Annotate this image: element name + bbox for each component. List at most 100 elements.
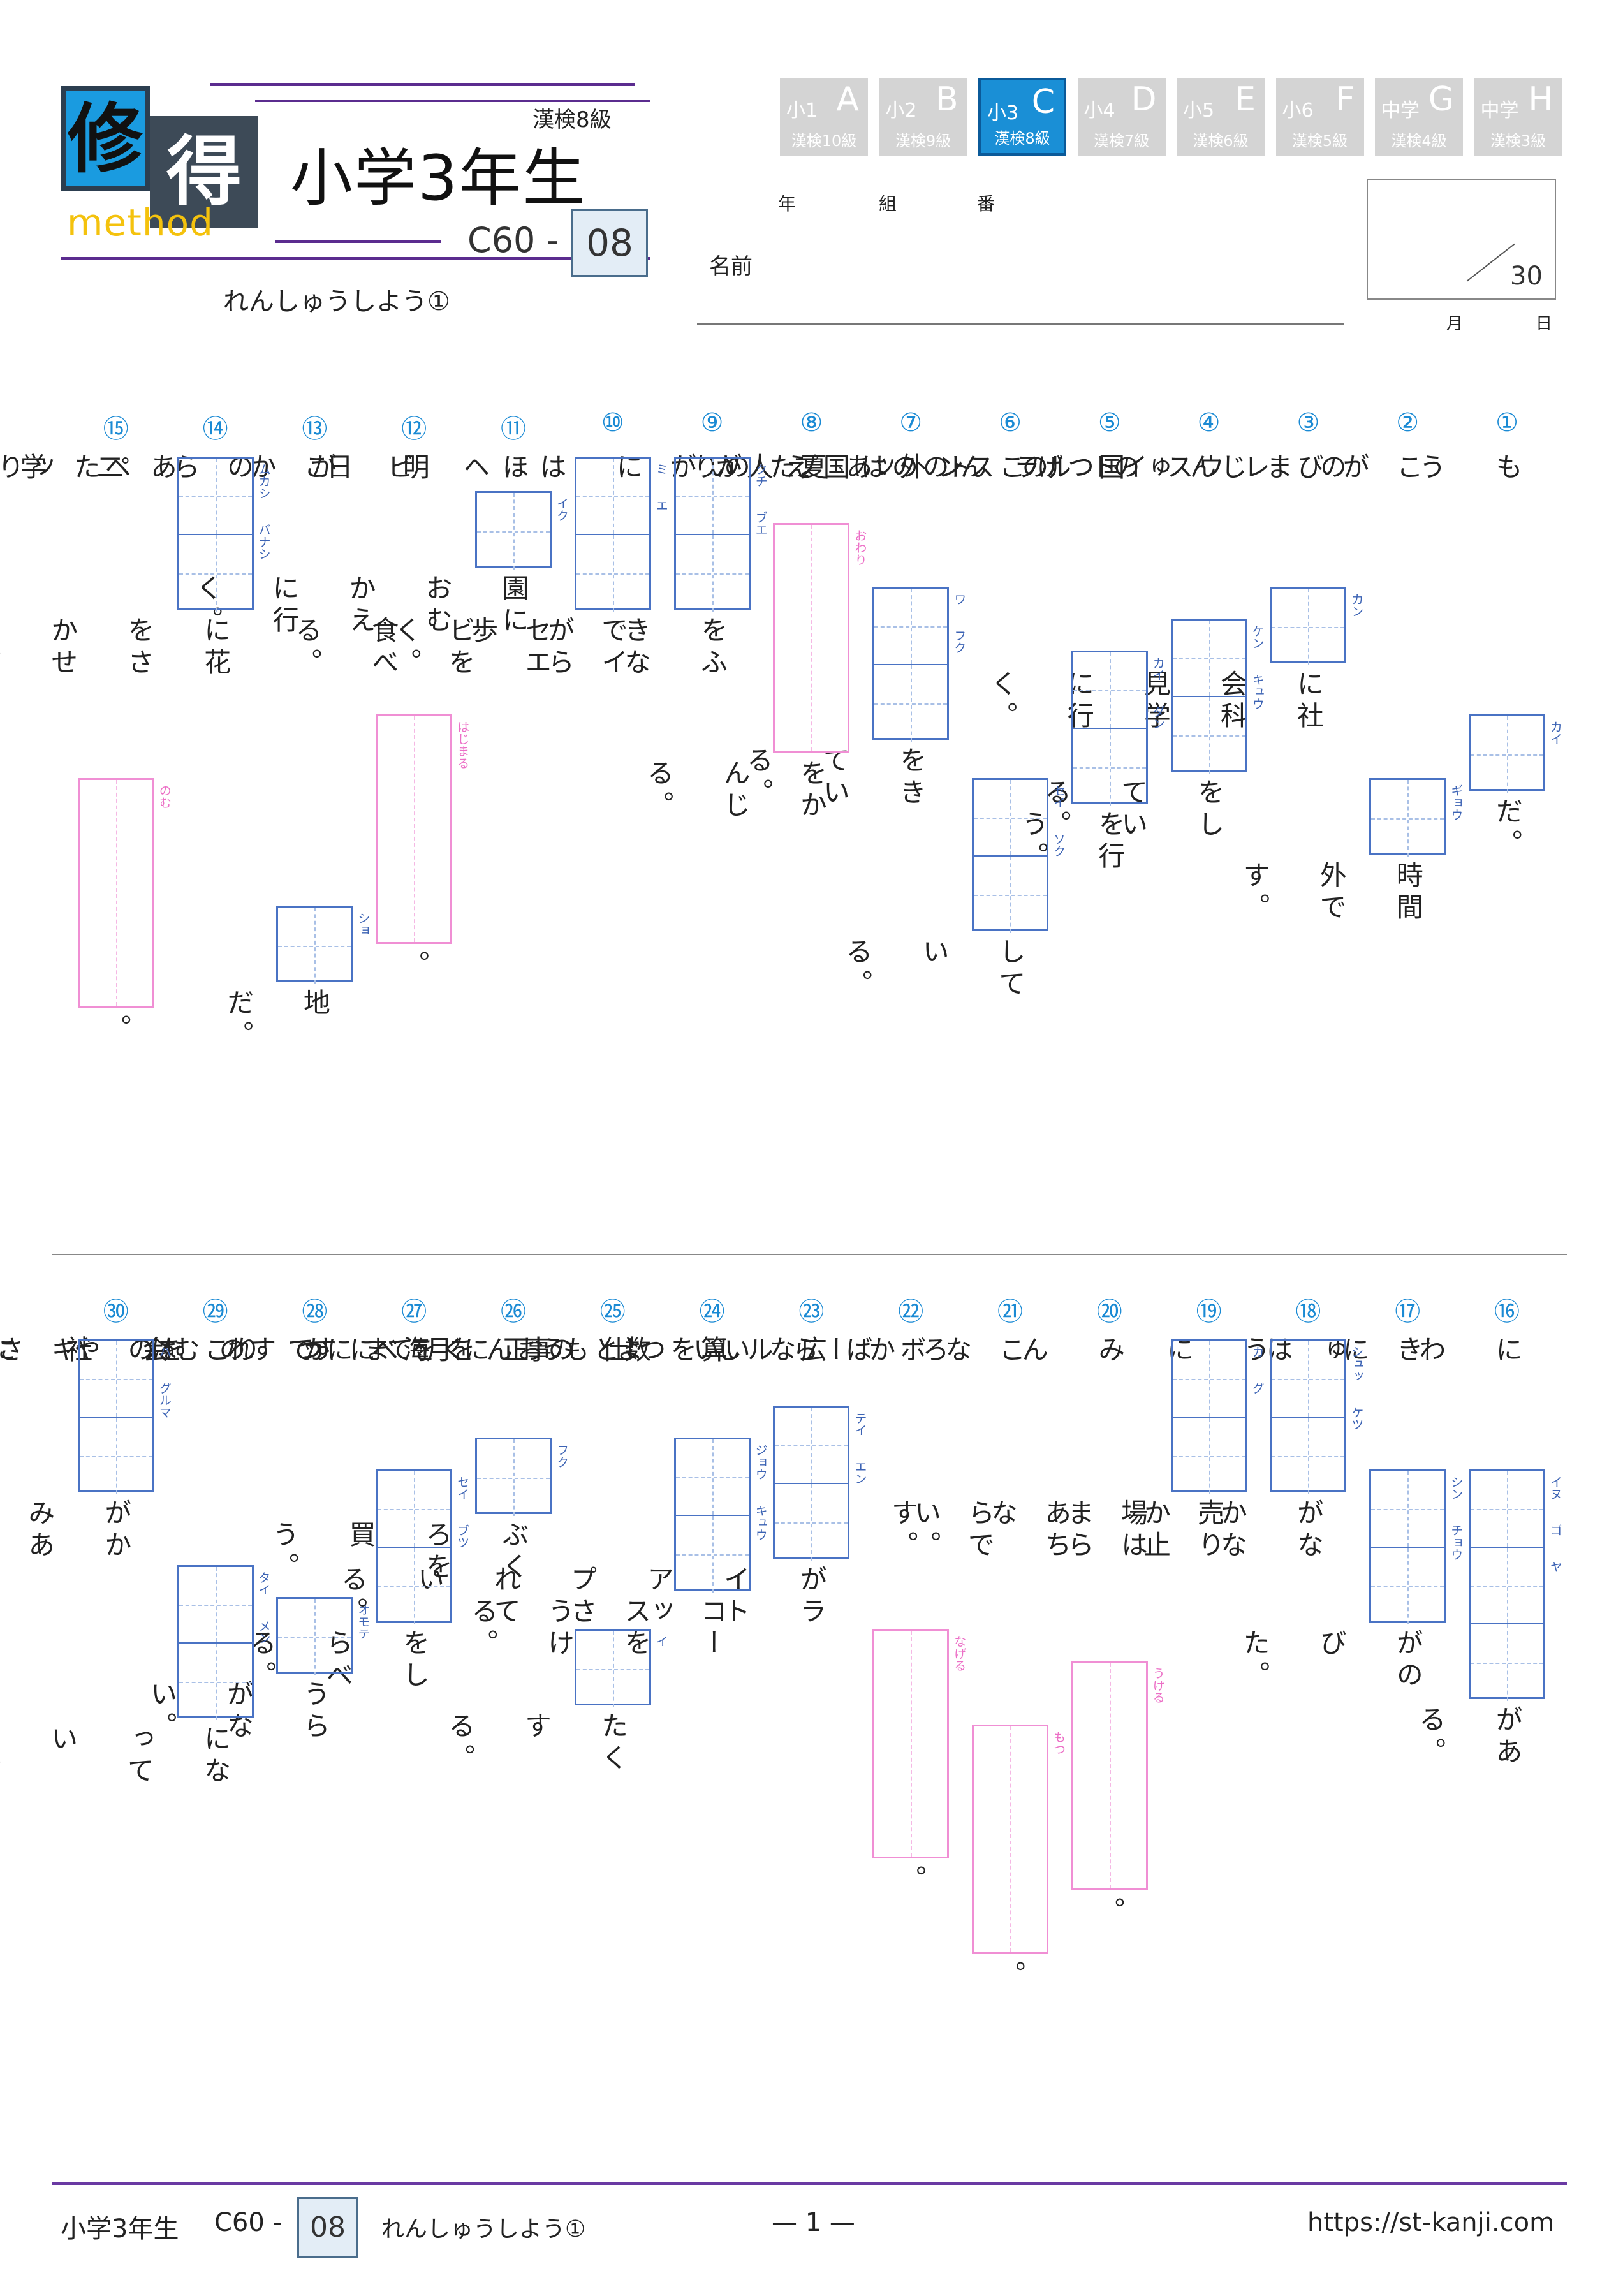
reading-hint: カイ ダン [1150, 657, 1165, 730]
question-text: をふきながら歩く。 [390, 616, 728, 680]
question-number: ③ [1296, 408, 1320, 438]
okurigana-answer-box[interactable] [773, 523, 850, 753]
kanji-answer-box[interactable] [1469, 714, 1545, 793]
kanji-answer-box[interactable] [276, 1597, 353, 1675]
grade-tab-kanken: 漢検3級 [1490, 132, 1546, 150]
kanji-answer-box[interactable] [1270, 1339, 1347, 1494]
kanji-answer-box[interactable] [177, 1565, 254, 1720]
question-text: ころばないようにてすりを [153, 1336, 1026, 1367]
grade-tab-letter: D [1131, 80, 1157, 119]
name-field[interactable] [697, 323, 1344, 325]
question-number: ㉗ [401, 1297, 427, 1327]
reading-hint: クチ ブエ [753, 463, 768, 536]
kanji-answer-box[interactable] [1071, 651, 1148, 806]
kanji-answer-box[interactable] [1369, 778, 1446, 857]
footer-rule [52, 2182, 1567, 2185]
question-text: ほ [498, 453, 529, 485]
reading-hint: タイ メン [256, 1571, 271, 1644]
kanji-answer-box[interactable] [673, 1438, 751, 1593]
grade-tab-grade: 中学 [1480, 99, 1519, 122]
question-text: かれはやさしくて [0, 1336, 331, 1367]
reading-hint: なげる [952, 1635, 967, 1672]
question-number: ④ [1197, 408, 1221, 438]
question-text: をきている。 [742, 746, 927, 810]
kanji-answer-box[interactable] [673, 457, 751, 612]
grade-tab-kanken: 漢検6級 [1193, 132, 1249, 150]
header-rule-mid [275, 240, 441, 243]
kanji-answer-box[interactable] [773, 1406, 850, 1561]
question-number: ⑫ [401, 415, 427, 444]
grade-tab-kanken: 漢検8級 [994, 129, 1050, 147]
answer-cell [675, 1516, 749, 1593]
question-text: 算数の [543, 1336, 728, 1367]
okurigana-answer-box[interactable] [972, 1725, 1048, 1954]
question-number: ㉘ [302, 1297, 328, 1327]
grade-tab-grade: 小4 [1083, 99, 1115, 122]
answer-cell [1172, 1341, 1245, 1418]
question-text: 。 [1094, 1897, 1126, 1929]
question-text: でイセエビを食べる。 [291, 616, 629, 680]
kanji-answer-box[interactable] [1469, 1469, 1545, 1701]
question-text: をかんじる。 [643, 759, 828, 823]
question-number: ① [1495, 408, 1518, 438]
answer-cell [1371, 1548, 1444, 1624]
header-rule-top [210, 83, 635, 86]
answer-cell [378, 1548, 451, 1624]
answer-cell [1073, 729, 1146, 806]
question-text: 海にすむ [169, 1336, 430, 1367]
kanji-answer-box[interactable] [1369, 1469, 1446, 1624]
answer-cell [1371, 780, 1444, 857]
kanji-answer-box[interactable] [376, 1469, 453, 1624]
reading-hint: うける [1150, 1667, 1165, 1704]
kanji-answer-box[interactable] [276, 906, 353, 984]
kanji-answer-box[interactable] [1270, 587, 1347, 665]
kanji-answer-box[interactable] [475, 1438, 552, 1516]
kanji-answer-box[interactable] [77, 1339, 154, 1494]
grade-tab-kanken: 漢検10級 [791, 132, 857, 150]
okurigana-answer-box[interactable] [77, 778, 154, 1008]
okurigana-answer-box[interactable] [872, 1629, 950, 1858]
question-text: 。 [399, 950, 430, 982]
kanji-answer-box[interactable] [1170, 1339, 1247, 1494]
score-total: 30 [1510, 261, 1543, 291]
kanji-answer-box[interactable] [475, 491, 552, 570]
question-text: を行う。 [1017, 810, 1126, 874]
answer-cell [477, 1439, 550, 1516]
okurigana-answer-box[interactable] [1071, 1661, 1148, 1890]
kanji-answer-box[interactable] [972, 778, 1048, 933]
answer-cell [675, 535, 749, 612]
reading-hint: ハ グルマ [157, 1346, 172, 1418]
answer-cell [974, 780, 1047, 857]
question-text: ペットボトルのお茶を [24, 453, 132, 485]
kanji-answer-box[interactable] [177, 457, 254, 612]
reading-hint: シン チョウ [1449, 1476, 1464, 1561]
footer-url[interactable]: https://st-kanji.com [1307, 2208, 1555, 2237]
okurigana-answer-box[interactable] [376, 714, 453, 944]
kanji-answer-box[interactable] [574, 457, 651, 612]
kanji-answer-box[interactable] [872, 587, 950, 742]
grade-tab-grade: 中学 [1381, 99, 1420, 122]
question-text: がかみあわない。 [24, 1499, 132, 1563]
kanji-answer-box[interactable] [574, 1629, 651, 1707]
question-text: がのびた。 [1239, 1629, 1424, 1693]
footer-title: 小学3年生 [61, 2214, 179, 2244]
question-number: ⑦ [899, 408, 923, 438]
question-number: ㉔ [699, 1297, 725, 1327]
question-number: ⑰ [1395, 1297, 1421, 1327]
kanji-answer-box[interactable] [1170, 619, 1247, 774]
score-box[interactable] [1367, 179, 1556, 300]
question-number: ⑨ [700, 408, 724, 438]
grade-tab-letter: C [1031, 83, 1055, 121]
question-number: ⑯ [1494, 1297, 1520, 1327]
logo-method-text: method [67, 201, 214, 244]
question-number: ⑳ [1096, 1297, 1122, 1327]
month-label: 月 [1446, 314, 1464, 334]
